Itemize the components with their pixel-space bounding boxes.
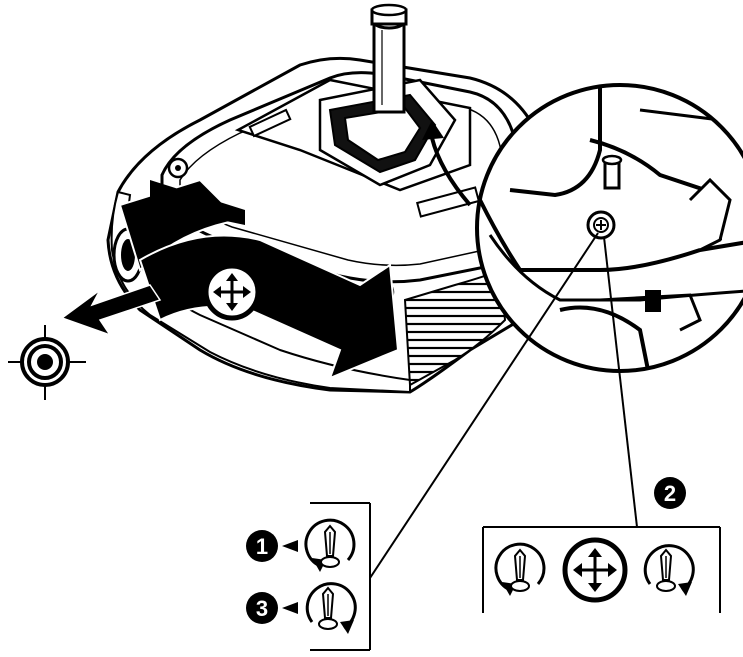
step-3-badge: 3 bbox=[246, 592, 278, 624]
step-1-label: 1 bbox=[256, 534, 268, 559]
step-2-label: 2 bbox=[664, 481, 676, 506]
step-1-3-panel bbox=[310, 502, 371, 651]
step-1-badge: 1 bbox=[246, 530, 278, 562]
leader-line-step2 bbox=[603, 236, 638, 528]
forward-arrow bbox=[60, 284, 162, 337]
step-1-pointer bbox=[282, 540, 298, 552]
callout-arrow bbox=[430, 137, 472, 207]
four-way-move-icon bbox=[203, 263, 261, 321]
rotate-clockwise-screwdriver-icon bbox=[305, 582, 357, 634]
callout-arrowhead bbox=[422, 120, 444, 140]
mount-pole bbox=[370, 3, 408, 114]
step-2-badge: 2 bbox=[654, 477, 686, 509]
crosshair-target-icon bbox=[8, 325, 86, 400]
step-3-label: 3 bbox=[256, 596, 268, 621]
step-3-pointer bbox=[282, 602, 298, 614]
rotate-counterclockwise-screwdriver-icon bbox=[304, 518, 356, 572]
horizontal-movement-arrows bbox=[118, 178, 400, 380]
leader-line-step1-3 bbox=[369, 232, 599, 579]
rotate-clockwise-screwdriver-icon bbox=[643, 544, 695, 596]
step-2-panel bbox=[482, 526, 721, 613]
four-way-move-icon bbox=[562, 537, 628, 603]
rotate-counterclockwise-screwdriver-icon bbox=[494, 542, 546, 596]
